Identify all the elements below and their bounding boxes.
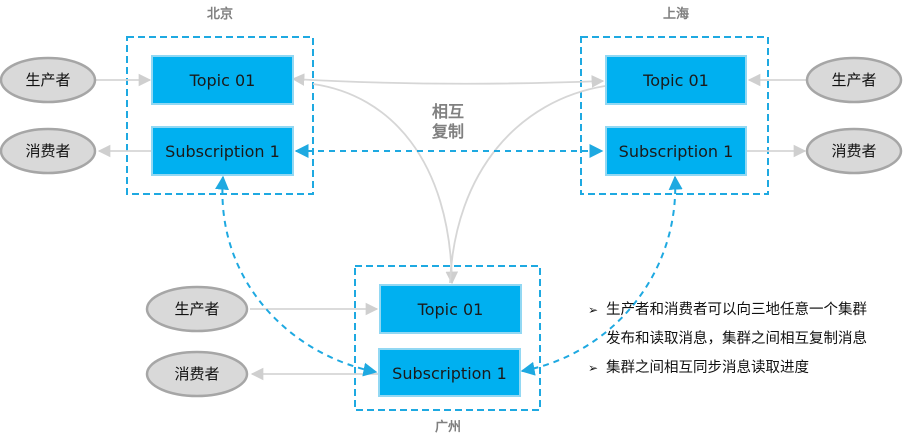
beijing-subscription-box: [151, 126, 294, 176]
shanghai-consumer-label: 消费者: [831, 142, 876, 160]
guangzhou-subscription-box: [378, 348, 521, 397]
topic-replication-beijing-shanghai: [291, 73, 605, 88]
beijing-producer-label: 生产者: [25, 71, 70, 89]
note-item-2: ➢ 集群之间相互同步消息读取进度: [588, 354, 913, 383]
beijing-consumer-node: [0, 127, 97, 175]
bullet-arrow-icon: ➢: [588, 303, 599, 317]
guangzhou-consumer-label: 消费者: [174, 365, 219, 383]
guangzhou-consumer-node: [145, 350, 249, 398]
beijing-topic-box: [151, 55, 294, 105]
note-item-1-line-1: 生产者和消费者可以向三地任意一个集群: [606, 302, 867, 318]
guangzhou-topic-box: [379, 284, 522, 334]
guangzhou-producer-node: [145, 285, 249, 333]
note-item-1: ➢ 生产者和消费者可以向三地任意一个集群: [588, 296, 913, 325]
beijing-topic-label: Topic 01: [189, 71, 256, 90]
topic-replication-beijing-guangzhou: [312, 83, 459, 285]
beijing-label: 北京: [207, 6, 233, 22]
mutual-replication-label-line1: 相互: [432, 102, 464, 121]
notes-list: ➢ 生产者和消费者可以向三地任意一个集群 发布和读取消息，集群之间相互复制消息 …: [588, 296, 913, 383]
shanghai-producer-label: 生产者: [831, 71, 876, 89]
guangzhou-topic-label: Topic 01: [417, 300, 484, 319]
shanghai-region: [580, 36, 769, 195]
shanghai-producer-node: [805, 56, 903, 104]
shanghai-subscription-label: Subscription 1: [619, 142, 734, 161]
shanghai-topic-label: Topic 01: [642, 71, 709, 90]
guangzhou-producer-label: 生产者: [174, 300, 219, 318]
subscription-sync-shanghai-guangzhou: [520, 175, 683, 376]
shanghai-consumer-node: [805, 127, 903, 175]
note-item-2-text: 集群之间相互同步消息读取进度: [606, 360, 809, 376]
mutual-replication-label-line2: 复制: [431, 122, 464, 141]
note-item-1-line-2: 发布和读取消息，集群之间相互复制消息: [606, 331, 867, 347]
shanghai-subscription-box: [605, 126, 747, 176]
beijing-producer-node: [0, 56, 97, 104]
subscription-sync-beijing-guangzhou: [215, 175, 378, 377]
note-item-1-continuation: 发布和读取消息，集群之间相互复制消息: [588, 325, 913, 354]
guangzhou-subscription-label: Subscription 1: [392, 364, 507, 383]
guangzhou-label: 广州: [435, 419, 461, 435]
beijing-subscription-label: Subscription 1: [165, 142, 280, 161]
shanghai-topic-box: [605, 55, 747, 105]
beijing-consumer-label: 消费者: [25, 142, 70, 160]
bullet-arrow-icon: ➢: [588, 361, 599, 375]
shanghai-label: 上海: [663, 6, 689, 22]
